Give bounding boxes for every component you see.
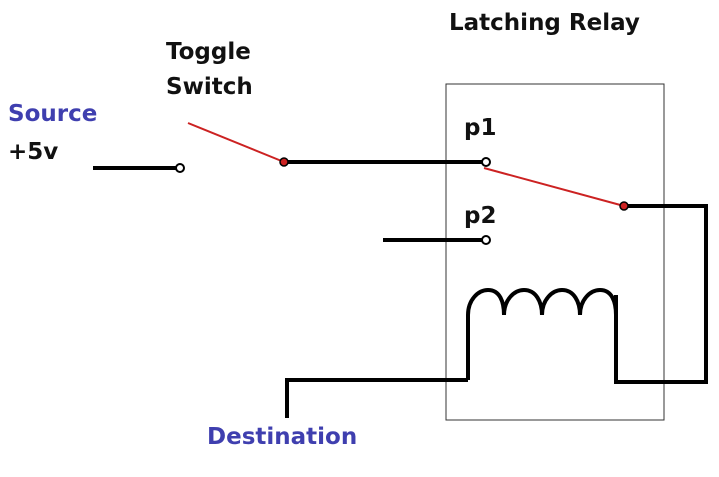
destination-label: Destination xyxy=(207,424,358,450)
source-voltage-label: +5v xyxy=(8,139,59,165)
relay-armature xyxy=(483,167,625,207)
relay-box xyxy=(445,83,665,421)
pin2-label: p2 xyxy=(464,203,497,229)
relay-title: Latching Relay xyxy=(449,10,640,36)
toggle-switch-arm xyxy=(187,122,285,163)
source-terminal xyxy=(175,163,185,173)
relay-coil xyxy=(466,287,618,380)
relay-output-wire xyxy=(614,204,708,384)
p2-terminal xyxy=(481,235,491,245)
armature-pivot xyxy=(619,201,629,211)
p1-terminal xyxy=(481,157,491,167)
destination-wire xyxy=(285,378,468,418)
toggle-label-line1: Toggle xyxy=(166,39,251,65)
pin1-label: p1 xyxy=(464,115,497,141)
toggle-label-line2: Switch xyxy=(166,74,253,100)
switch-pivot xyxy=(279,157,289,167)
source-label: Source xyxy=(8,101,98,127)
